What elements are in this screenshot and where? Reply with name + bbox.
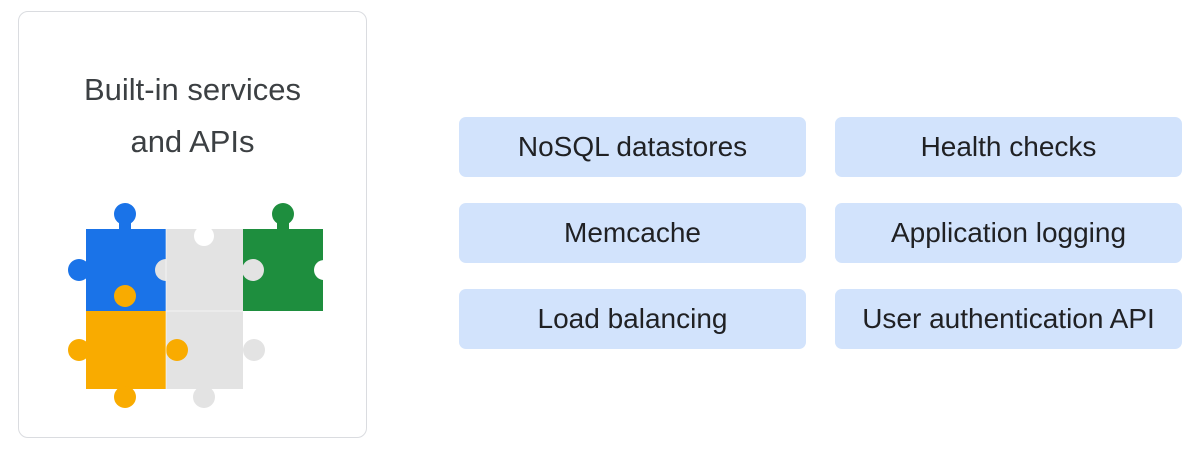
services-grid: NoSQL datastores Health checks Memcache …: [459, 117, 1183, 349]
puzzle-pieces-icon: [68, 203, 329, 408]
service-nosql-datastores: NoSQL datastores: [459, 117, 806, 177]
service-load-balancing: Load balancing: [459, 289, 806, 349]
service-memcache: Memcache: [459, 203, 806, 263]
puzzle-tab-gray-into-green: [242, 259, 264, 281]
service-application-logging: Application logging: [835, 203, 1182, 263]
service-user-authentication-api: User authentication API: [835, 289, 1182, 349]
puzzle-piece-green: [243, 203, 323, 311]
puzzle-tab-green-right: [314, 260, 329, 280]
service-health-checks: Health checks: [835, 117, 1182, 177]
puzzle-tab-gray-center: [194, 308, 214, 328]
services-card: Built-in services and APIs: [18, 11, 367, 438]
card-title-line-1: Built-in services: [83, 72, 302, 107]
card-title: Built-in services and APIs: [19, 64, 366, 168]
puzzle-piece-yellow: [68, 285, 188, 408]
puzzle-socket-top: [194, 226, 214, 246]
card-title-line-2: and APIs: [130, 124, 255, 159]
